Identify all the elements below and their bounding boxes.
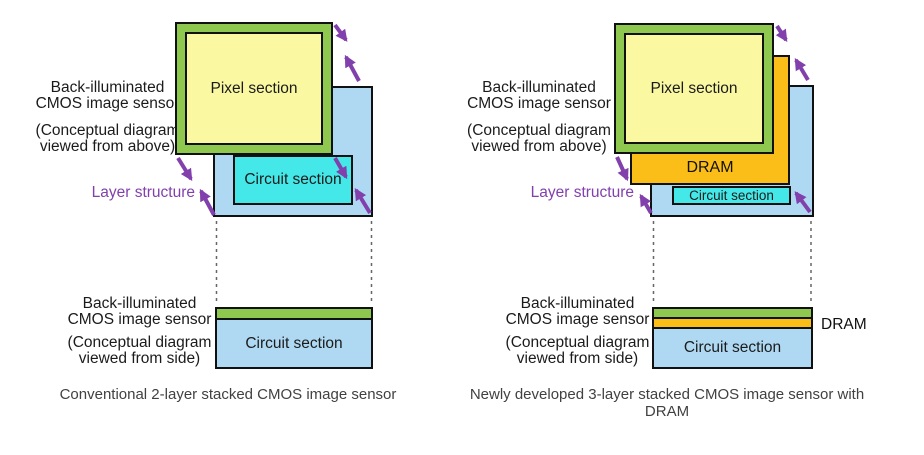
pixel-section-inner: Pixel section (185, 32, 323, 145)
projection-guides (215, 221, 812, 305)
left-side-view-stack: Circuit section (215, 307, 373, 369)
layer-arrow-icon (775, 24, 788, 43)
view-note-line: (Conceptual diagram (35, 122, 180, 139)
right-layer-structure-label: Layer structure (530, 184, 634, 201)
sensor-name-line: Back-illuminated (82, 295, 197, 312)
sensor-name-line: Back-illuminated (50, 79, 165, 96)
pixel-section-label: Pixel section (650, 79, 738, 97)
right-caption: Newly developed 3-layer stacked CMOS ima… (469, 386, 865, 420)
view-note-line: (Conceptual diagram (67, 334, 212, 351)
right-top-view-label: Back-illuminated CMOS image sensor (Conc… (451, 80, 627, 154)
layer-arrow-icon (333, 23, 348, 42)
circuit-section-label: Circuit section (244, 171, 342, 188)
left-side-view-label: Back-illuminated CMOS image sensor (Conc… (52, 296, 227, 366)
sensor-name-line: Back-illuminated (520, 295, 635, 312)
circuit-section-label: Circuit section (245, 334, 343, 352)
view-note-line: (Conceptual diagram (467, 122, 611, 139)
pixel-section-label: Pixel section (210, 79, 298, 97)
left-pixel-section-box: Pixel section (175, 22, 333, 155)
right-side-dram-label: DRAM (821, 316, 867, 333)
circuit-layer-body: Circuit section (217, 320, 371, 367)
dram-layer-strip (654, 319, 811, 329)
circuit-layer-body: Circuit section (654, 329, 811, 367)
right-circuit-section-box: Circuit section (672, 186, 791, 205)
view-note-line: viewed from above) (471, 137, 607, 155)
pixel-layer-strip (654, 309, 811, 319)
sensor-name-line: CMOS image sensor (505, 310, 650, 328)
pixel-layer-strip (217, 309, 371, 320)
view-note-line: (Conceptual diagram (505, 334, 650, 351)
sensor-name-line: CMOS image sensor (35, 94, 180, 112)
dram-label: DRAM (686, 159, 734, 176)
layer-arrow-icon (344, 54, 361, 82)
layer-arrow-icon (794, 57, 810, 82)
sensor-name-line: Back-illuminated (482, 79, 596, 96)
layer-arrow-icon (615, 156, 629, 182)
left-circuit-section-box: Circuit section (233, 155, 353, 205)
right-pixel-section-box: Pixel section (614, 23, 774, 154)
left-layer-structure-label: Layer structure (91, 184, 195, 201)
right-side-view-label: Back-illuminated CMOS image sensor (Conc… (490, 296, 665, 366)
circuit-section-label: Circuit section (689, 188, 774, 203)
sensor-name-line: CMOS image sensor (467, 94, 611, 112)
view-note-line: viewed from side) (78, 349, 201, 367)
sensor-name-line: CMOS image sensor (67, 310, 212, 328)
view-note-line: viewed from above) (39, 137, 176, 155)
left-top-view-label: Back-illuminated CMOS image sensor (Conc… (20, 80, 195, 154)
circuit-section-label: Circuit section (683, 339, 782, 356)
left-caption: Conventional 2-layer stacked CMOS image … (59, 386, 397, 403)
layer-arrow-icon (176, 156, 193, 182)
pixel-section-inner: Pixel section (624, 33, 764, 144)
view-note-line: viewed from side) (516, 349, 639, 367)
right-side-view-stack: Circuit section (652, 307, 813, 369)
